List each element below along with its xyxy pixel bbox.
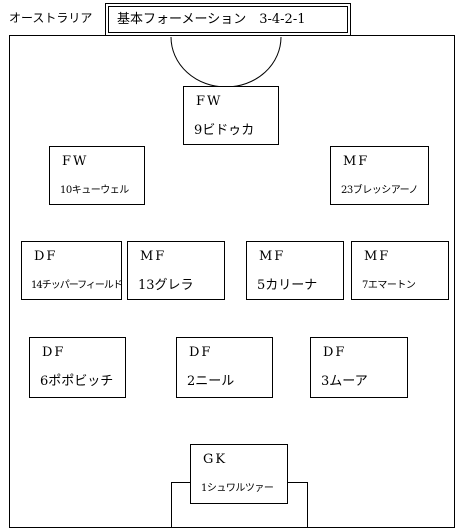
player-position: MF [259, 249, 286, 264]
player-card-fw-9: FW 9ビドゥカ [183, 86, 279, 145]
team-name: オーストラリア [9, 11, 93, 25]
player-position: DF [42, 345, 66, 360]
player-name: 9ビドゥカ [194, 123, 255, 138]
player-name: 14チッパーフィールド [31, 280, 123, 291]
player-name: 7エマートン [362, 280, 416, 291]
player-position: GK [203, 452, 228, 467]
player-name: 23ブレッシアーノ [341, 185, 419, 196]
player-position: FW [196, 94, 223, 109]
player-position: MF [364, 249, 391, 264]
player-position: MF [343, 154, 370, 169]
player-card-df-14: DF 14チッパーフィールド [21, 241, 123, 300]
player-name: 1シュワルツァー [201, 483, 274, 494]
player-position: DF [323, 345, 347, 360]
player-name: 10キューウェル [60, 185, 129, 196]
player-name: 6ポポビッチ [40, 374, 114, 389]
player-position: DF [189, 345, 213, 360]
player-name: 13グレラ [138, 278, 194, 293]
player-position: FW [62, 154, 89, 169]
player-card-gk-1: GK 1シュワルツァー [190, 444, 288, 504]
player-card-fw-10: FW 10キューウェル [49, 146, 145, 205]
player-name: 2ニール [187, 374, 235, 389]
player-card-mf-23: MF 23ブレッシアーノ [330, 146, 429, 205]
player-position: DF [34, 249, 58, 264]
player-card-df-3: DF 3ムーア [310, 337, 408, 398]
player-card-mf-13: MF 13グレラ [127, 241, 225, 300]
player-card-mf-5: MF 5カリーナ [246, 241, 344, 300]
player-card-df-2: DF 2ニール [176, 337, 273, 398]
player-card-mf-7: MF 7エマートン [351, 241, 449, 300]
player-position: MF [140, 249, 167, 264]
player-card-df-6: DF 6ポポビッチ [29, 337, 126, 398]
player-name: 5カリーナ [257, 278, 318, 293]
player-name: 3ムーア [321, 374, 368, 389]
formation-title: 基本フォーメーション 3-4-2-1 [108, 6, 348, 33]
center-circle-arc [170, 36, 282, 88]
formation-title-box: 基本フォーメーション 3-4-2-1 [105, 3, 351, 36]
